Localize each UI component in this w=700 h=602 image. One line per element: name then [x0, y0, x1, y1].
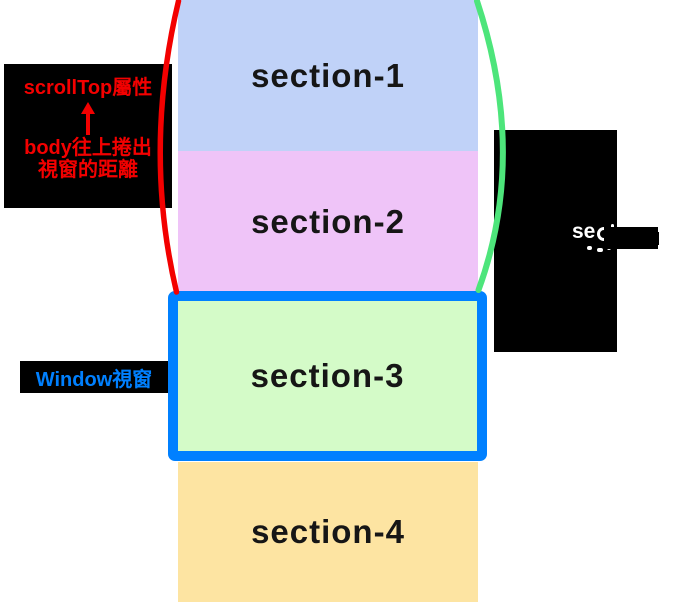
- section-4-label: section-4: [251, 513, 405, 550]
- censor-bar: [604, 227, 658, 249]
- right-annotation-box: se: [494, 130, 617, 352]
- section-2-label: section-2: [251, 203, 405, 240]
- letter-bottom-speck: [597, 248, 603, 252]
- scrolltop-annotation-box: scrollTop屬性 body往上捲出 視窗的距離: [4, 64, 172, 208]
- section-1-block: section-1: [178, 0, 478, 151]
- partially-hidden-label-text: se: [572, 220, 596, 243]
- letter-bottom-speck: [587, 246, 592, 250]
- scroll-distance-text-line2: 視窗的距離: [38, 159, 138, 181]
- section-4-block: section-4: [178, 462, 478, 602]
- window-viewport-label-text: Window視窗: [35, 368, 153, 391]
- up-arrow-icon: [4, 99, 172, 137]
- window-viewport-box: section-3: [168, 291, 487, 461]
- section-3-label: section-3: [250, 357, 405, 394]
- section-1-label: section-1: [251, 56, 405, 94]
- window-viewport-label: Window視窗: [20, 361, 168, 393]
- scrolltop-attribute-text: scrollTop屬性: [23, 77, 153, 99]
- section-2-block: section-2: [178, 151, 478, 293]
- scroll-distance-text-line1: body往上捲出: [24, 137, 152, 159]
- censor-bar-notch: [655, 232, 659, 245]
